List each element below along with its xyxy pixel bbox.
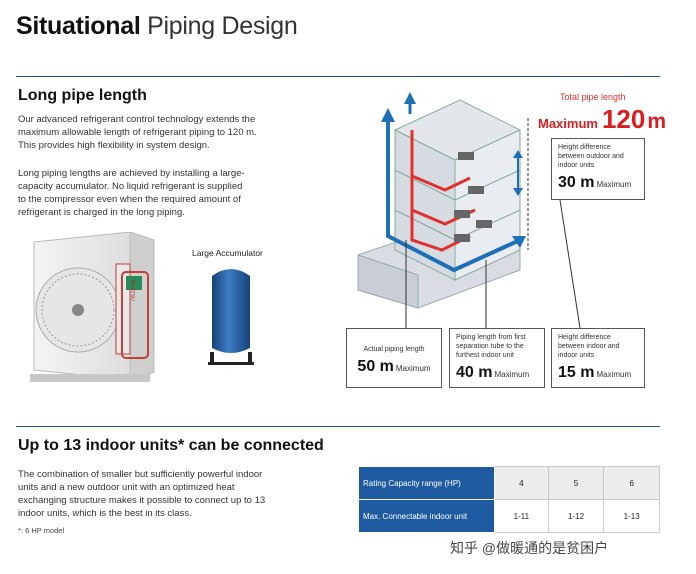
table-row: Rating Capacity range (HP) 4 5 6 [358, 466, 660, 500]
text-line: indoor units [558, 162, 595, 169]
table-cell: 6 [603, 466, 660, 500]
info-box-suffix: Maximum [395, 364, 431, 373]
section-title-indoor-units: Up to 13 indoor units* can be connected [18, 437, 324, 454]
row-header: Rating Capacity range (HP) [358, 466, 495, 500]
accumulator-label: Large Accumulator [192, 248, 263, 258]
text-line: This provides high flexibility in system… [18, 140, 210, 151]
maximum-prefix: Maximum [538, 116, 598, 131]
footnote: *: 6 HP model [18, 526, 65, 535]
maximum-number: 120 [601, 104, 646, 134]
info-box-first-separation: Piping length from first separation tube… [449, 328, 545, 388]
section-title-long-pipe: Long pipe length [18, 87, 147, 104]
paragraph-intro: Our advanced refrigerant control technol… [18, 113, 257, 152]
text-line: Actual piping length [363, 346, 425, 353]
piping-diagram [357, 92, 529, 309]
info-box-indoor-height: Height difference between indoor and ind… [551, 328, 645, 388]
text-line: capacity accumulator. No liquid refriger… [18, 181, 243, 192]
text-line: Our advanced refrigerant control technol… [18, 114, 256, 125]
info-box-desc: Actual piping length [353, 345, 435, 354]
maximum-unit: m [647, 110, 667, 133]
text-line: Long piping lengths are achieved by inst… [18, 168, 245, 179]
text-line: separation tube to the [456, 343, 524, 350]
text-line: The combination of smaller but sufficien… [18, 469, 263, 480]
table-row: Max. Connectable indoor unit 1-11 1-12 1… [358, 499, 660, 533]
info-box-value: 30 m [558, 174, 595, 191]
paragraph-accumulator: Long piping lengths are achieved by inst… [18, 167, 245, 219]
outdoor-unit-illustration: FUJITSU [30, 232, 155, 382]
text-line: indoor units, which is the best in its c… [18, 508, 192, 519]
info-box-desc: Height difference between outdoor and in… [558, 143, 638, 170]
text-line: maximum allowable length of refrigerant … [18, 127, 257, 138]
text-line: Piping length from first [456, 334, 526, 341]
top-divider [16, 76, 660, 77]
paragraph-indoor-units: The combination of smaller but sufficien… [18, 468, 265, 520]
text-line: between outdoor and [558, 153, 624, 160]
text-line: units and a new outdoor unit with an opt… [18, 482, 235, 493]
total-pipe-length-label: Total pipe length [560, 92, 626, 102]
info-box-suffix: Maximum [596, 370, 632, 379]
text-line: to the compressor even when the required… [18, 194, 241, 205]
text-line: exchanging structure makes it possible t… [18, 495, 266, 506]
info-box-suffix: Maximum [596, 180, 632, 189]
middle-divider [16, 426, 660, 427]
info-box-suffix: Maximum [494, 370, 530, 379]
info-box-outdoor-height: Height difference between outdoor and in… [551, 138, 645, 200]
text-line: between indoor and [558, 343, 620, 350]
watermark: 知乎 @做暖通的是贫困户 [450, 540, 609, 556]
table-cell: 1-12 [547, 499, 605, 533]
page-title: Situational Piping Design [16, 12, 298, 41]
table-cell: 5 [547, 466, 605, 500]
accumulator-illustration [208, 269, 254, 365]
info-box-value: 50 m [357, 358, 394, 375]
page-title-bold: Situational [16, 12, 141, 40]
info-box-desc: Height difference between indoor and ind… [558, 333, 638, 360]
leader-lines [405, 200, 581, 329]
unit-brand-text: FUJITSU [129, 280, 135, 301]
spec-table: Rating Capacity range (HP) 4 5 6 Max. Co… [358, 466, 660, 533]
text-line: indoor units [558, 352, 595, 359]
table-cell: 4 [494, 466, 549, 500]
text-line: Height difference [558, 144, 611, 151]
info-box-value: 40 m [456, 364, 493, 381]
table-cell: 1-13 [603, 499, 660, 533]
text-line: refrigerant is charged in the long pipin… [18, 207, 185, 218]
table-cell: 1-11 [494, 499, 549, 533]
text-line: Height difference [558, 334, 611, 341]
text-line: furthest indoor unit [456, 352, 514, 359]
info-box-desc: Piping length from first separation tube… [456, 333, 538, 360]
row-header: Max. Connectable indoor unit [358, 499, 495, 533]
info-box-value: 15 m [558, 364, 595, 381]
page-title-light: Piping Design [147, 12, 298, 40]
